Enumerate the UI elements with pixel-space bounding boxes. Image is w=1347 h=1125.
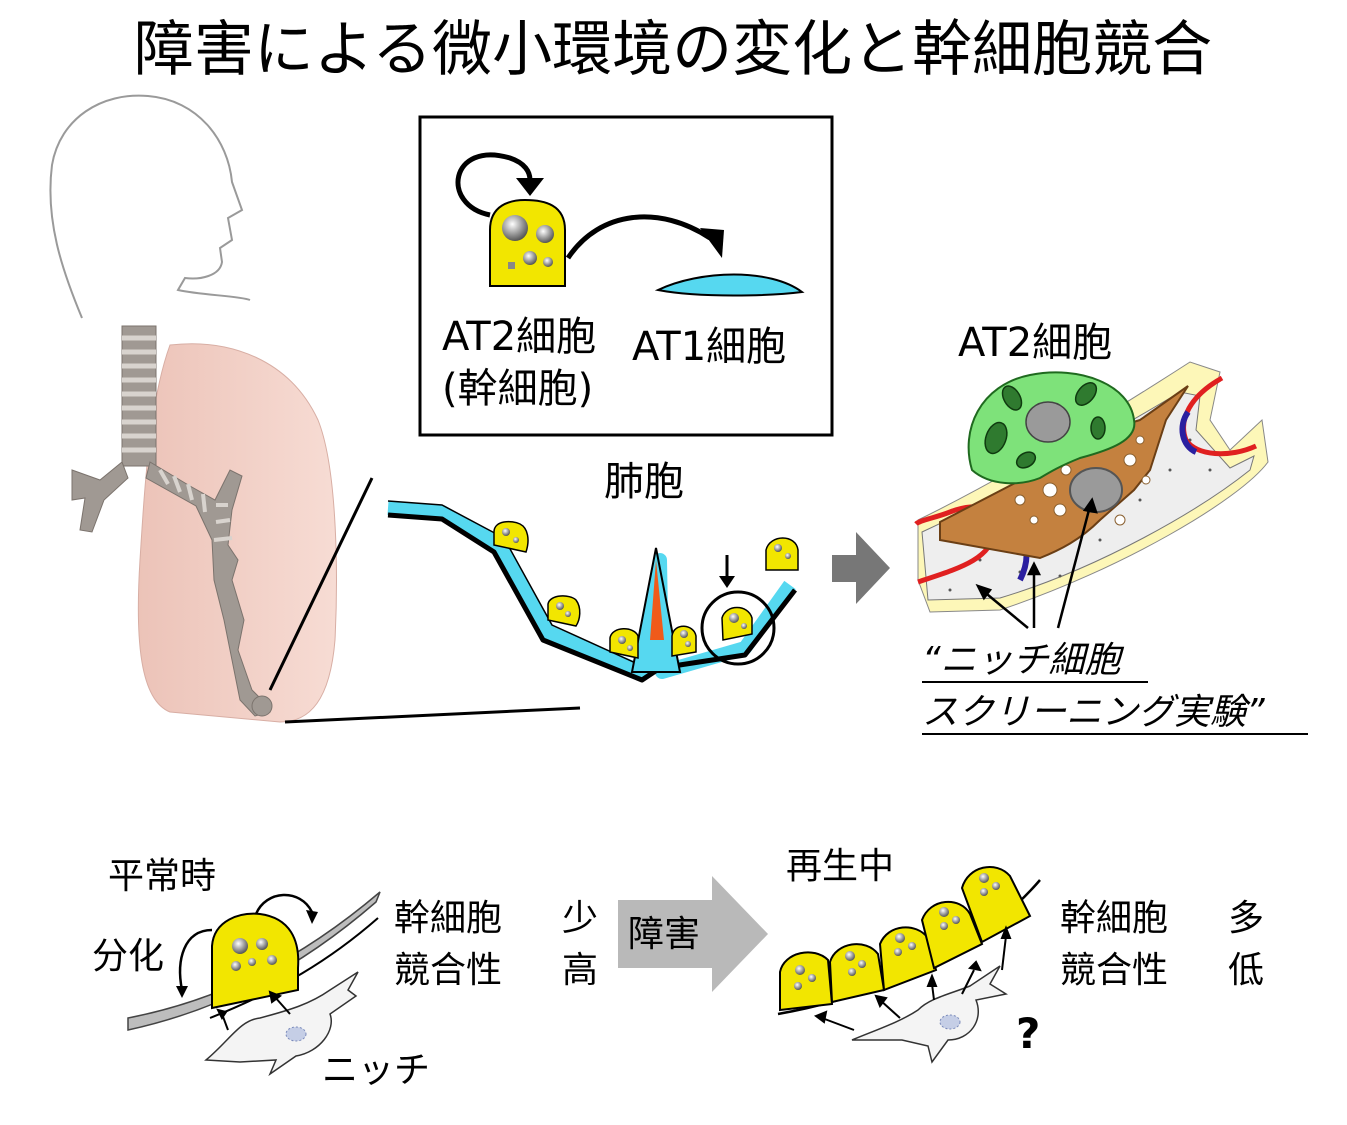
normal-row1-value: 少 bbox=[562, 898, 598, 939]
regeneration-state-panel: 再生中 ? 幹細胞 多 競合性 低 bbox=[777, 846, 1264, 1064]
human-lung-illustration bbox=[49, 94, 581, 724]
niche-illustration: AT2細胞 bbox=[914, 320, 1308, 735]
page-title: 障害による微小環境の変化と幹細胞競合 bbox=[134, 15, 1212, 85]
self-renewal-arrow bbox=[455, 152, 533, 218]
normal-row1-label: 幹細胞 bbox=[394, 898, 502, 939]
at2-cell bbox=[489, 198, 566, 287]
regeneration-question-mark: ? bbox=[1016, 1009, 1040, 1058]
normal-row2-value: 高 bbox=[562, 950, 598, 991]
niche-pointer-1 bbox=[981, 589, 1029, 629]
normal-self-renewal-arrow bbox=[254, 893, 314, 915]
differentiation-label: 分化 bbox=[92, 936, 164, 977]
highlight-circle bbox=[700, 590, 776, 666]
alveolus-label: 肺胞 bbox=[604, 459, 684, 505]
trachea bbox=[121, 325, 157, 467]
alveolar-at2-cells bbox=[493, 520, 799, 659]
alveolar-wall bbox=[387, 501, 796, 679]
head-outline bbox=[49, 94, 251, 319]
regeneration-row2-label: 競合性 bbox=[1060, 950, 1168, 991]
regeneration-row2-value: 低 bbox=[1228, 950, 1264, 991]
differentiation-inset: AT2細胞 (幹細胞) AT1細胞 bbox=[418, 115, 834, 437]
niche-quote-line2: スクリーニング実験” bbox=[922, 692, 1265, 733]
at1-cell bbox=[654, 273, 805, 297]
inset-at2-sublabel: (幹細胞) bbox=[442, 366, 593, 412]
regeneration-row1-value: 多 bbox=[1228, 898, 1264, 939]
niche-nucleus bbox=[1069, 467, 1123, 513]
regeneration-stem-cells bbox=[779, 866, 1032, 1012]
zoom-arrow bbox=[832, 532, 890, 604]
normal-row2-label: 競合性 bbox=[394, 950, 502, 991]
normal-differentiation-arrow bbox=[178, 928, 213, 991]
niche-label: ニッチ bbox=[322, 1050, 430, 1091]
pointer-arrowhead bbox=[719, 576, 735, 588]
inset-at2-label: AT2細胞 bbox=[442, 314, 596, 360]
regeneration-niche-cell bbox=[851, 965, 1008, 1064]
normal-state-label: 平常時 bbox=[108, 856, 216, 897]
regeneration-row1-label: 幹細胞 bbox=[1060, 898, 1168, 939]
differentiation-arrow bbox=[565, 214, 712, 260]
niche-at2-label: AT2細胞 bbox=[958, 320, 1112, 366]
inset-at1-label: AT1細胞 bbox=[632, 324, 786, 370]
zoom-line-upper bbox=[268, 477, 374, 691]
injury-arrow-label: 障害 bbox=[628, 914, 700, 955]
niche-quote-line1: “ニッチ細胞 bbox=[922, 640, 1125, 681]
regeneration-state-label: 再生中 bbox=[786, 846, 894, 887]
niche-pointer-3 bbox=[1056, 505, 1092, 629]
zoom-line-lower bbox=[284, 706, 581, 724]
self-renewal-arrowhead bbox=[516, 178, 544, 196]
normal-state-panel: 平常時 分化 ニッチ 幹細胞 少 競合性 高 bbox=[92, 856, 598, 1091]
alveolar-sac bbox=[251, 695, 273, 717]
alveolus-detail: 肺胞 bbox=[387, 459, 799, 683]
normal-niche-cell bbox=[204, 971, 359, 1077]
bronchi bbox=[71, 461, 271, 717]
differentiation-arrowhead bbox=[700, 228, 724, 258]
injury-arrow: 障害 bbox=[618, 876, 768, 992]
lung-shape bbox=[137, 343, 337, 723]
